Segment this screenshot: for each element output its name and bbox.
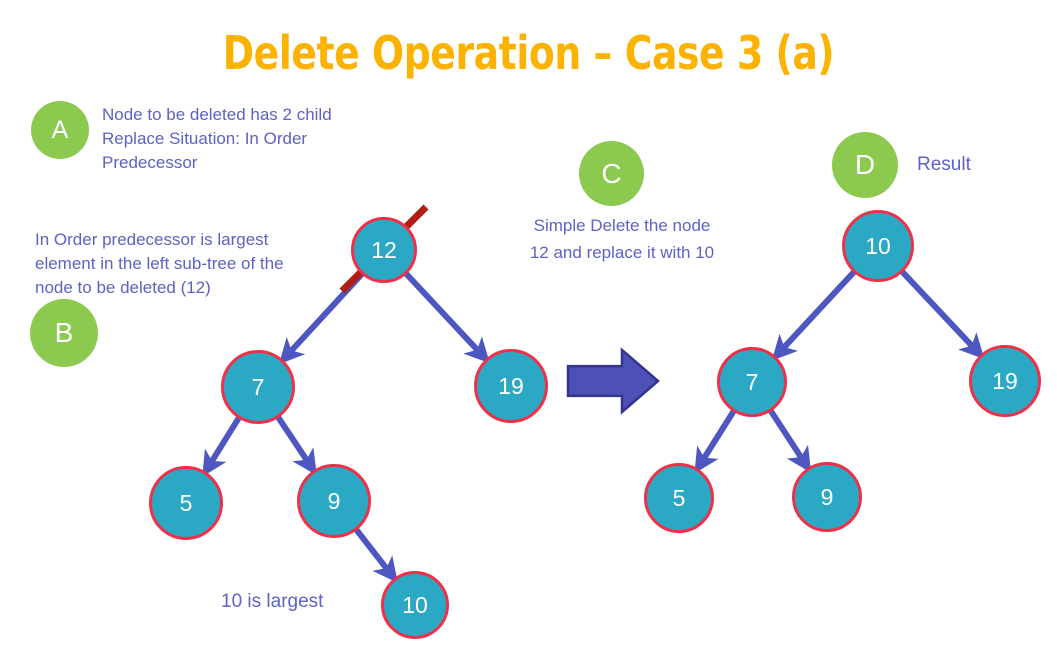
tree-node-19-after: 19 (969, 345, 1041, 417)
step-badge-b: B (30, 299, 98, 367)
tree-node-10-after: 10 (842, 210, 914, 282)
tree-edge-l9-to-l10 (353, 527, 398, 583)
tree-node-7-before: 7 (221, 350, 295, 424)
tree-edge-r10-to-r7 (771, 269, 857, 361)
step-a-caption: Node to be deleted has 2 child Replace S… (102, 105, 332, 172)
tree-node-label: 10 (402, 591, 428, 618)
transition-arrow-icon (566, 347, 660, 415)
step-badge-d-label: D (854, 149, 876, 180)
tree-edge-l12-to-l19 (403, 271, 490, 364)
tree-node-label: 10 (865, 232, 891, 259)
largest-note: 10 is largest (221, 591, 324, 612)
step-badge-b-label: B (54, 317, 74, 348)
tree-edge-l7-to-l9 (275, 415, 317, 476)
tree-edge-r10-to-r19 (899, 269, 985, 360)
tree-node-label: 9 (820, 483, 834, 510)
step-badge-a: A (31, 101, 89, 159)
tree-node-label: 5 (179, 489, 193, 516)
tree-node-9-after: 9 (792, 462, 862, 532)
tree-node-label: 19 (992, 367, 1018, 394)
page-title: Delete Operation – Case 3 (a) (222, 26, 835, 80)
tree-node-label: 19 (498, 372, 524, 399)
tree-node-label: 7 (251, 373, 265, 400)
tree-node-7-after: 7 (717, 347, 787, 417)
tree-edge-r7-to-r5 (694, 409, 737, 474)
step-c-caption: Simple Delete the node 12 and replace it… (529, 216, 715, 262)
tree-edge-r7-to-r9 (768, 408, 812, 473)
step-b-caption: In Order predecessor is largest element … (35, 230, 284, 297)
tree-node-5-before: 5 (149, 466, 223, 540)
tree-node-9-before: 9 (297, 464, 371, 538)
tree-edge-l7-to-l5 (202, 416, 242, 477)
tree-node-5-after: 5 (644, 463, 714, 533)
tree-node-label: 12 (371, 236, 397, 263)
step-badge-c: C (579, 141, 644, 206)
tree-node-12-before: 12 (351, 217, 417, 283)
step-badge-a-label: A (51, 115, 69, 144)
step-badge-d: D (832, 132, 898, 198)
step-d-caption: Result (917, 154, 971, 175)
tree-node-label: 9 (327, 487, 341, 514)
tree-node-label: 5 (672, 484, 686, 511)
tree-node-label: 7 (745, 368, 759, 395)
tree-node-10-before: 10 (381, 571, 449, 639)
tree-node-19-before: 19 (474, 349, 548, 423)
step-badge-c-label: C (601, 157, 622, 189)
